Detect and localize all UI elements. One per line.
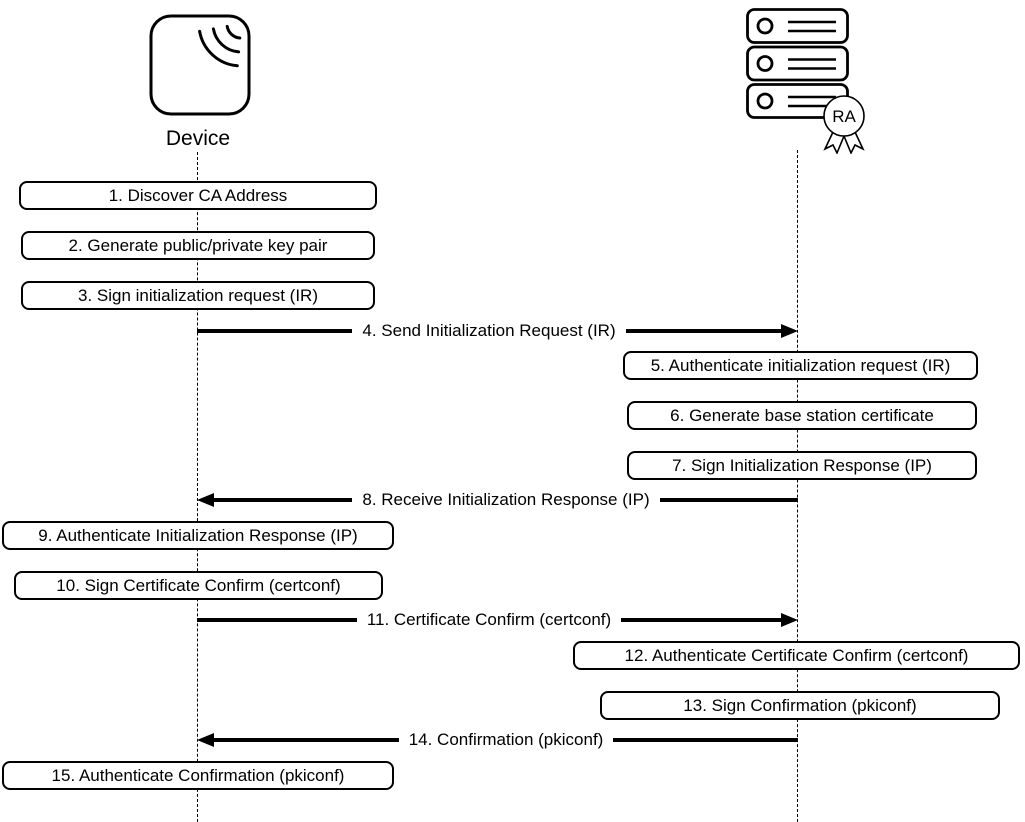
- message-line: [214, 738, 399, 742]
- action-box-5: 5. Authenticate initialization request (…: [623, 351, 978, 380]
- server-rack-icon: [746, 8, 849, 119]
- device-lifeline: [197, 152, 198, 822]
- message-line: [197, 618, 357, 622]
- ra-lifeline: [797, 150, 798, 822]
- action-box-6: 6. Generate base station certificate: [627, 401, 977, 430]
- action-box-3: 3. Sign initialization request (IR): [21, 281, 375, 310]
- ra-certificate-badge-icon: RA: [823, 95, 865, 154]
- device-label: Device: [165, 127, 231, 150]
- action-box-9: 9. Authenticate Initialization Response …: [2, 521, 394, 550]
- message-arrow-4: 4. Send Initialization Request (IR): [197, 317, 798, 345]
- message-label: 8. Receive Initialization Response (IP): [362, 490, 650, 509]
- message-label: 4. Send Initialization Request (IR): [362, 321, 616, 340]
- message-line: [625, 329, 781, 333]
- arrowhead-right-icon: [781, 324, 798, 338]
- message-arrow-8: 8. Receive Initialization Response (IP): [197, 486, 798, 514]
- arrowhead-left-icon: [197, 733, 214, 747]
- ra-badge-label: RA: [832, 107, 856, 126]
- action-box-12: 12. Authenticate Certificate Confirm (ce…: [573, 641, 1020, 670]
- message-arrow-14: 14. Confirmation (pkiconf): [197, 726, 799, 754]
- wireless-device-icon: [149, 14, 251, 116]
- arrowhead-left-icon: [197, 493, 214, 507]
- action-box-10: 10. Sign Certificate Confirm (certconf): [14, 571, 383, 600]
- message-line: [659, 498, 798, 502]
- arrowhead-right-icon: [781, 613, 798, 627]
- action-box-15: 15. Authenticate Confirmation (pkiconf): [2, 761, 394, 790]
- message-line: [613, 738, 799, 742]
- message-line: [214, 498, 353, 502]
- action-box-13: 13. Sign Confirmation (pkiconf): [600, 691, 1000, 720]
- action-box-2: 2. Generate public/private key pair: [21, 231, 375, 260]
- message-arrow-11: 11. Certificate Confirm (certconf): [197, 606, 798, 634]
- message-label: 11. Certificate Confirm (certconf): [366, 610, 612, 629]
- message-line: [621, 618, 781, 622]
- action-box-7: 7. Sign Initialization Response (IP): [627, 451, 977, 480]
- message-label: 14. Confirmation (pkiconf): [408, 730, 604, 749]
- message-line: [197, 329, 353, 333]
- action-box-1: 1. Discover CA Address: [19, 181, 377, 210]
